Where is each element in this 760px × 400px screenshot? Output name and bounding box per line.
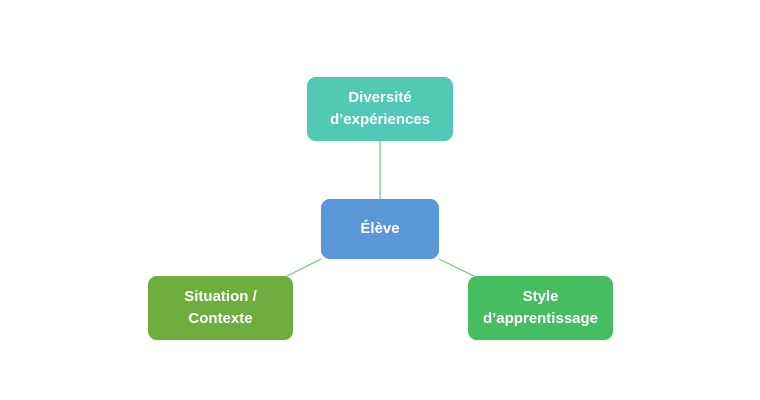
node-eleve: Élève (321, 199, 439, 259)
connector-center-right (438, 258, 475, 277)
node-eleve-label: Élève (360, 220, 400, 237)
node-diversite-experiences-label: Diversité d’expériences (329, 89, 431, 128)
node-diversite-experiences: Diversité d’expériences (307, 77, 453, 141)
connector-center-left (286, 258, 322, 277)
node-situation-contexte: Situation / Contexte (148, 276, 293, 340)
node-situation-contexte-label: Situation / Contexte (184, 288, 257, 327)
node-style-apprentissage-label: Style d’apprentissage (482, 288, 599, 327)
node-style-apprentissage: Style d’apprentissage (468, 276, 613, 340)
